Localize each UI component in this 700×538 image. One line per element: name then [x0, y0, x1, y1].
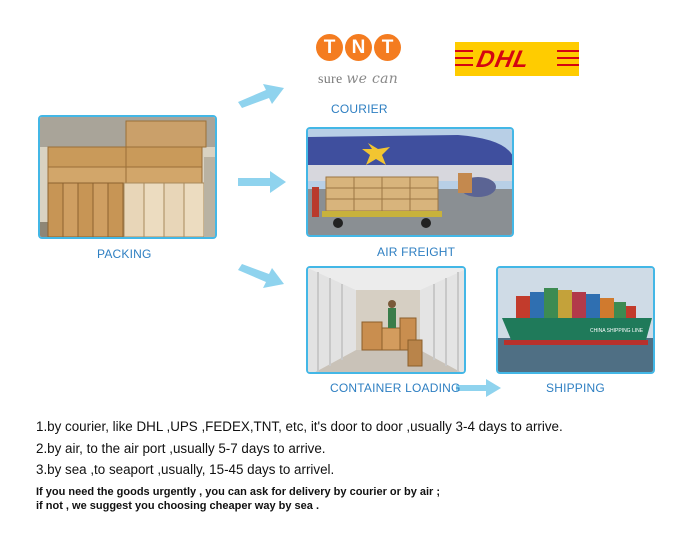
shipping-photo: CHINA SHIPPING LINE [496, 266, 655, 374]
delivery-info-courier: 1.by courier, like DHL ,UPS ,FEDEX,TNT, … [36, 419, 563, 434]
air-freight-photo [306, 127, 514, 237]
tnt-slogan-prefix: sure [318, 72, 343, 87]
tnt-slogan-suffix: we can [346, 71, 399, 87]
dhl-logo-text: DHL [474, 46, 533, 73]
tnt-slogan: sure we can [318, 71, 398, 88]
arrow-up-right-icon [238, 84, 284, 108]
arrow-right-icon [456, 379, 501, 397]
delivery-info-sea: 3.by sea ,to seaport ,usually, 15-45 day… [36, 462, 335, 477]
delivery-info-air: 2.by air, to the air port ,usually 5-7 d… [36, 441, 326, 456]
caption-shipping: SHIPPING [546, 381, 605, 395]
recommendation-urgent: If you need the goods urgently , you can… [36, 486, 441, 498]
dhl-logo: DHL [455, 42, 579, 76]
caption-container-loading: CONTAINER LOADING [330, 381, 461, 395]
tnt-logo-letter: N [345, 34, 372, 61]
ship-hull-name: CHINA SHIPPING LINE [590, 328, 644, 334]
caption-courier: COURIER [331, 102, 388, 116]
packing-photo [38, 115, 217, 239]
arrow-down-right-icon [238, 264, 284, 288]
tnt-logo-letter: T [374, 34, 401, 61]
tnt-logo-letter: T [316, 34, 343, 61]
recommendation-sea: if not , we suggest you choosing cheaper… [36, 500, 320, 512]
caption-packing: PACKING [97, 247, 152, 261]
container-loading-photo [306, 266, 466, 374]
arrow-right-icon [238, 171, 286, 193]
caption-air-freight: AIR FREIGHT [377, 245, 456, 259]
